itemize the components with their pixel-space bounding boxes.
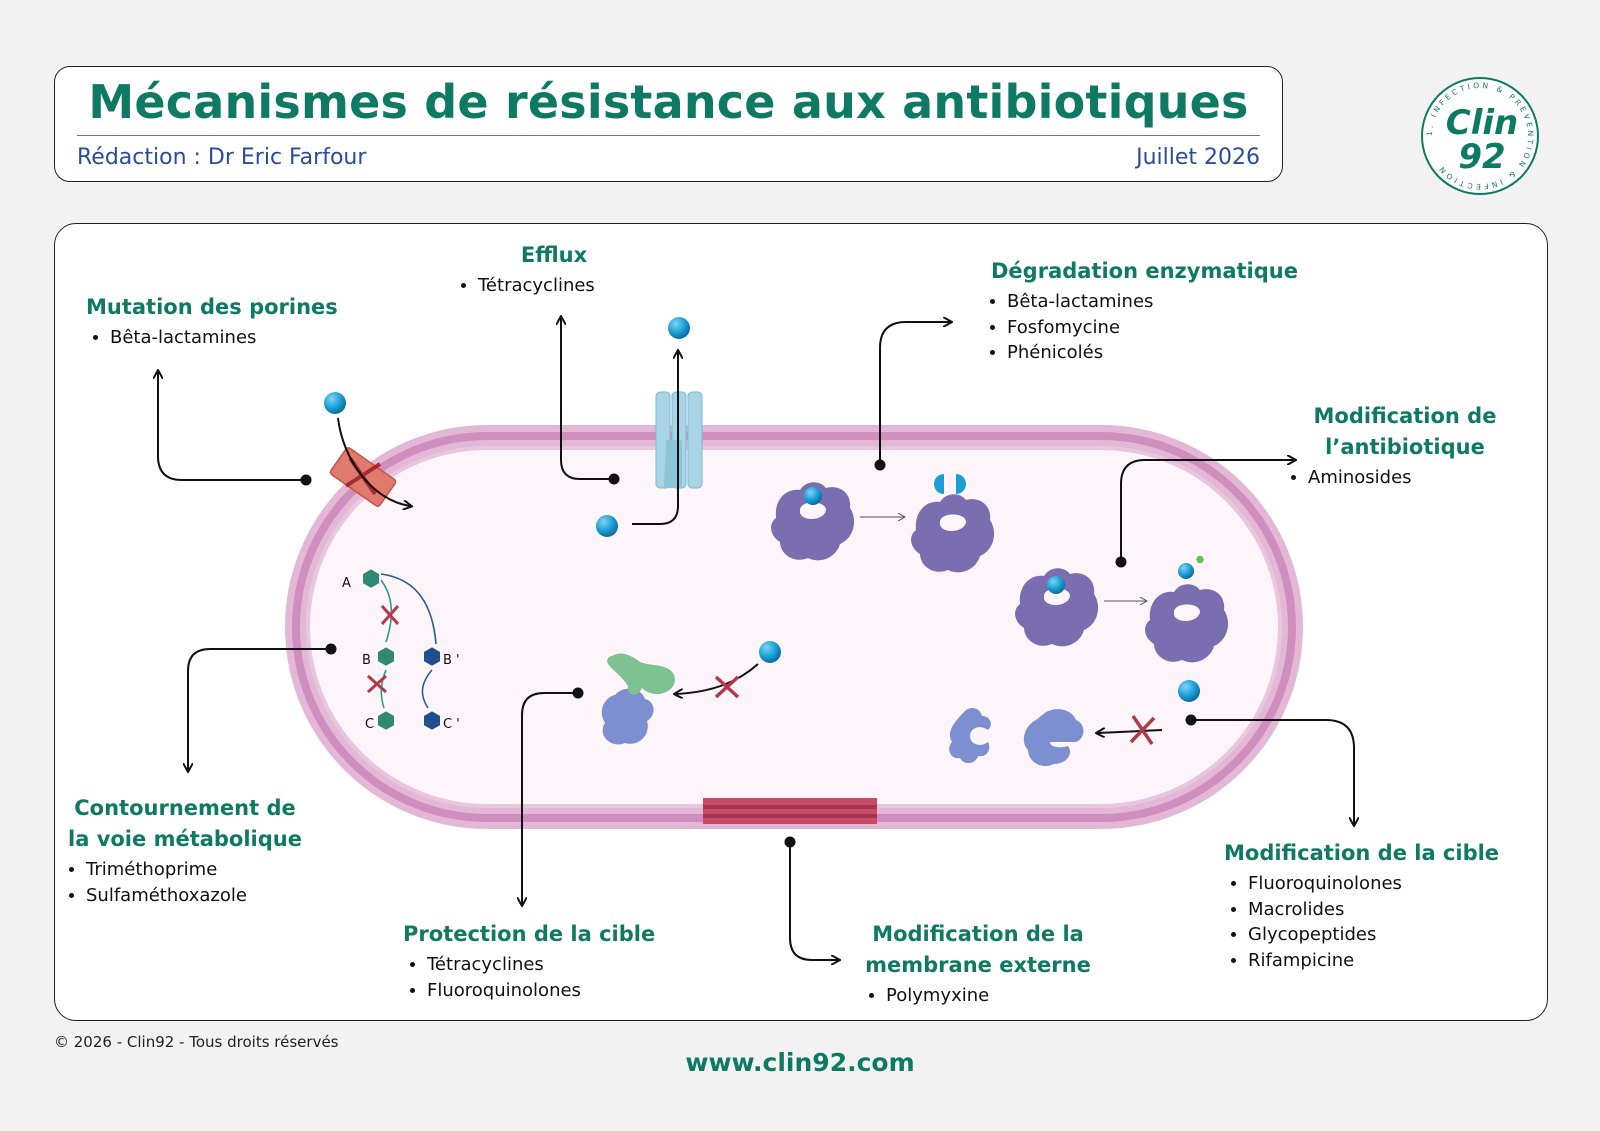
label-membrane: Modification de la membrane externe Poly… [862,919,1094,1009]
bypass-item: Sulfaméthoxazole [86,883,308,909]
target-mod-item: Fluoroquinolones [1248,871,1499,897]
efflux-pump [655,391,703,489]
header-box: Mécanismes de résistance aux antibiotiqu… [54,66,1283,182]
target-modified [949,708,991,764]
enzymatic-title: Dégradation enzymatique [991,259,1298,283]
connector-lines [158,318,1354,960]
author-text: Rédaction : Dr Eric Farfour [77,145,367,170]
bypass-item: Triméthoprime [86,857,308,883]
porins-item: Bêta-lactamines [110,325,338,351]
pathway-label-b: B [362,653,371,668]
pathway-label-c-prime: C ' [443,717,460,732]
page-title: Mécanismes de résistance aux antibiotiqu… [88,75,1249,129]
pathway-label-b-prime: B ' [443,653,460,668]
target-mod-title: Modification de la cible [1224,841,1500,865]
antibiotic-molecule [804,487,822,505]
antibiotic-molecule [759,641,781,663]
website-link[interactable]: www.clin92.com [685,1048,915,1077]
binding-blocked-cross-icon [1129,715,1156,745]
label-antibiotic-mod: Modification de l’antibiotique Aminoside… [1300,401,1510,491]
antibiotic-mod-title: Modification de l’antibiotique [1313,404,1497,459]
pathway-cross-icon [380,605,400,625]
target-mod-item: Macrolides [1248,897,1499,923]
hydrolyzed-antibiotic [934,474,944,494]
efflux-title: Efflux [520,243,588,267]
metabolic-pathway: A B B ' C C ' [342,569,460,732]
bypass-title: Contournement de la voie métabolique [68,796,302,851]
efflux-item: Tétracyclines [478,273,654,299]
label-porins: Mutation des porines Bêta-lactamines [86,292,338,351]
porins-title: Mutation des porines [86,295,338,319]
target-mod-item: Glycopeptides [1248,922,1499,948]
pathway-cross-icon-2 [367,674,387,694]
antibiotic-molecule [1047,576,1065,594]
antibiotic-molecule [1178,680,1200,702]
antibiotic-molecule [668,317,690,339]
protection-cross-icon [714,675,740,699]
protection-item: Tétracyclines [427,952,655,978]
label-target-mod: Modification de la cible Fluoroquinolone… [1224,838,1499,973]
modified-antibiotic [1178,563,1194,579]
enzymatic-item: Phénicolés [1007,340,1298,366]
logo-clin: Clin [1446,103,1518,143]
enzymatic-item: Bêta-lactamines [1007,289,1298,315]
label-protection: Protection de la cible Tétracyclines Flu… [403,919,655,1003]
target-protected [601,688,654,745]
label-bypass: Contournement de la voie métabolique Tri… [62,793,308,908]
logo-92: 92 [1458,137,1505,177]
protection-item: Fluoroquinolones [427,978,655,1004]
copyright-text: © 2026 - Clin92 - Tous droits réservés [54,1033,339,1051]
membrane-item: Polymyxine [886,983,1094,1009]
protection-protein [607,653,675,695]
connector-dots [300,459,1197,848]
antibiotic-molecule [596,515,618,537]
label-efflux: Efflux Tétracyclines [454,240,654,299]
target-original [1023,709,1084,767]
membrane-title: Modification de la membrane externe [865,922,1091,977]
target-mod-item: Rifampicine [1248,948,1499,974]
antibiotic-molecule [324,392,346,414]
protection-title: Protection de la cible [403,922,656,946]
header-divider [77,135,1260,136]
antibiotic-mod-item: Aminosides [1308,465,1510,491]
pathway-label-c: C [365,717,374,732]
enzymatic-item: Fosfomycine [1007,315,1298,341]
pathway-label-a: A [342,576,351,591]
date-text: Juillet 2026 [1136,145,1260,170]
label-enzymatic: Dégradation enzymatique Bêta-lactamines … [983,256,1298,366]
clin92-logo: Clin 92 1. INFECTION & PREVENTION & INFE… [1421,77,1539,195]
modified-membrane-segment [703,798,877,824]
